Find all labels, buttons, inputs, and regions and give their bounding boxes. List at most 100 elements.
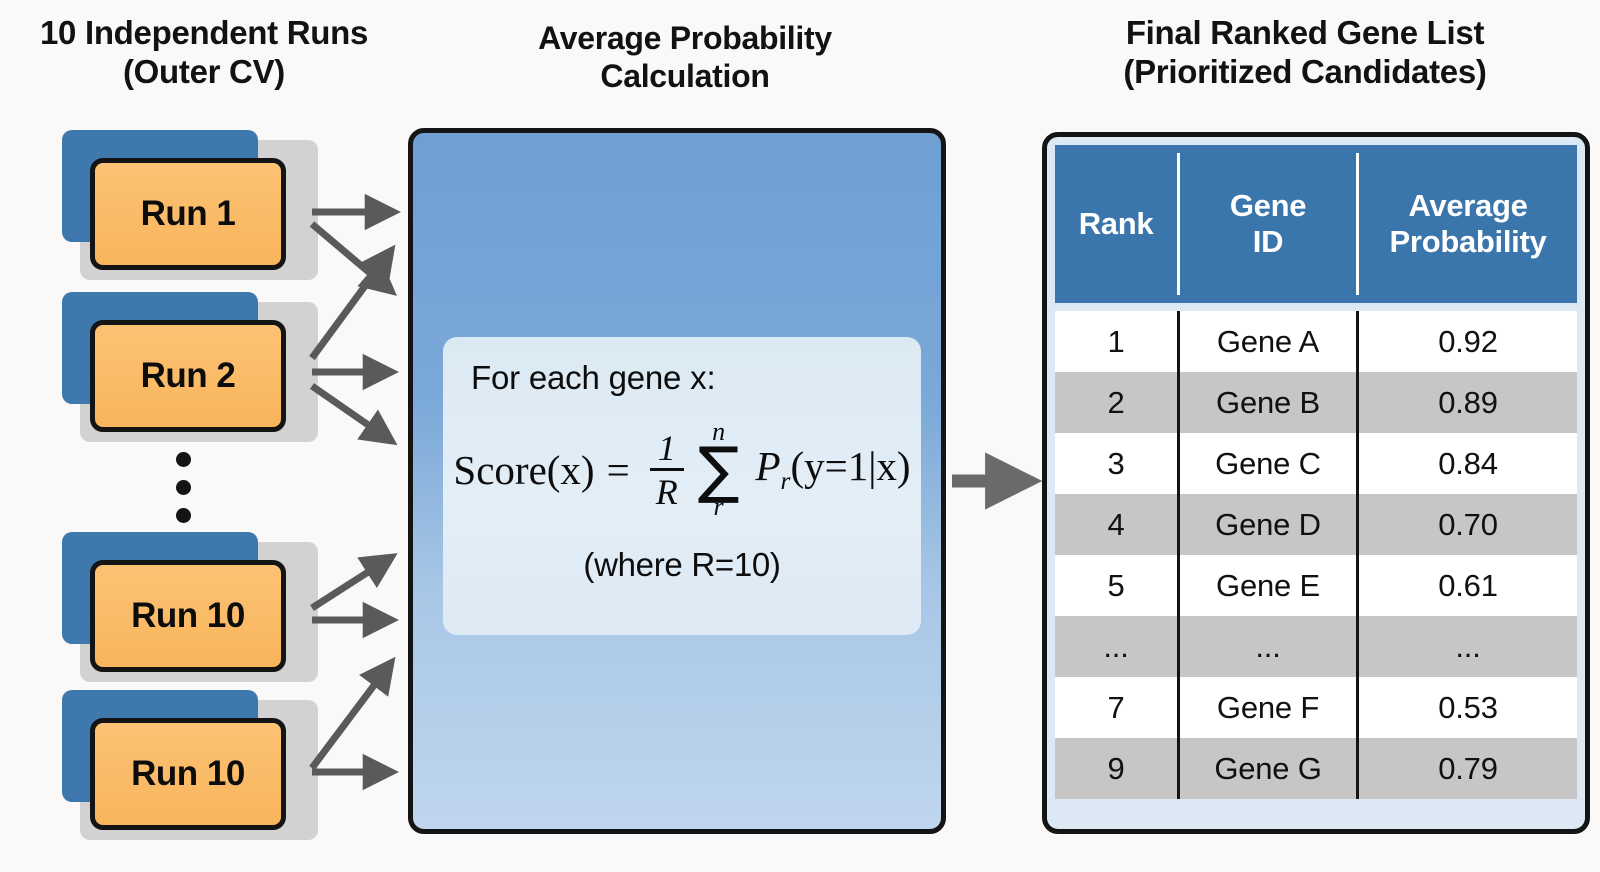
formula-fraction-denominator: R <box>655 471 678 512</box>
ellipsis-dot <box>175 508 191 523</box>
cell-average-probability: 0.61 <box>1438 567 1498 603</box>
cell-divider <box>1177 494 1180 555</box>
cell-average-probability: ... <box>1455 628 1481 664</box>
title-left-line1: 10 Independent Runs <box>39 14 368 51</box>
score-formula: Score(x) = 1 R n ∑ r Pr(y=1|x) <box>453 419 910 520</box>
sigma-icon: ∑ <box>697 433 740 506</box>
title-center-line2: Calculation <box>600 57 770 94</box>
arrow-run10b-a <box>309 656 396 771</box>
arrow-run1-b <box>309 221 397 296</box>
cell-average-probability: 0.70 <box>1438 506 1498 542</box>
average-probability-panel: For each gene x: Score(x) = 1 R n ∑ r Pr… <box>408 128 946 834</box>
formula-fraction-bar <box>649 467 684 471</box>
cell-divider <box>1356 494 1359 555</box>
cell-rank: 7 <box>1107 689 1125 725</box>
column-header-gene-id-line1: Gene <box>1229 188 1307 224</box>
run-card-label: Run 2 <box>140 356 236 395</box>
cell-rank: 9 <box>1107 750 1125 786</box>
cell-average-probability: 0.92 <box>1438 323 1498 359</box>
cell-rank: 5 <box>1107 567 1125 603</box>
cell-gene-id: Gene D <box>1215 506 1321 542</box>
cell-rank: 2 <box>1107 384 1125 420</box>
cell-divider <box>1177 616 1180 677</box>
cell-gene-id: Gene A <box>1216 323 1320 359</box>
formula-probability-term: Pr(y=1|x) <box>756 442 911 496</box>
column-header-rank: Rank <box>1055 145 1177 303</box>
cell-divider <box>1177 372 1180 433</box>
page-title-right-column: Final Ranked Gene List (Prioritized Cand… <box>1010 14 1600 92</box>
summation-lower-limit: r <box>713 492 724 522</box>
cell-divider <box>1177 677 1180 738</box>
run-card-front-layer[interactable]: Run 1 <box>90 158 286 270</box>
cell-divider <box>1177 555 1180 616</box>
formula-p-arguments: (y=1|x) <box>790 443 911 490</box>
title-left-line2: (Outer CV) <box>122 52 285 90</box>
cell-rank: ... <box>1103 628 1129 664</box>
column-header-average-probability-line2: Probability <box>1389 224 1547 259</box>
cell-average-probability: 0.89 <box>1438 384 1498 420</box>
table-row[interactable]: 4 Gene D 0.70 <box>1055 494 1577 555</box>
summation-operator: n ∑ r <box>698 419 740 520</box>
cell-divider <box>1177 433 1180 494</box>
table-row[interactable]: 7 Gene F 0.53 <box>1055 677 1577 738</box>
run-card-stack[interactable]: Run 1 <box>62 130 318 280</box>
title-right-line1: Final Ranked Gene List <box>1125 14 1485 51</box>
table-row[interactable]: 2 Gene B 0.89 <box>1055 372 1577 433</box>
cell-divider <box>1356 433 1359 494</box>
run-card-front-layer[interactable]: Run 10 <box>90 560 286 672</box>
formula-fraction-numerator: 1 <box>657 427 676 468</box>
cell-rank: 1 <box>1107 323 1125 359</box>
table-row[interactable]: 3 Gene C 0.84 <box>1055 433 1577 494</box>
cell-gene-id: Gene G <box>1214 750 1322 786</box>
cell-divider <box>1177 311 1180 372</box>
formula-equals: = <box>606 446 630 493</box>
run-card-label: Run 1 <box>140 194 236 233</box>
cell-average-probability: 0.84 <box>1438 445 1498 481</box>
cell-divider <box>1177 738 1180 799</box>
ellipsis-dot <box>175 480 191 495</box>
run-to-panel-arrows <box>309 193 402 791</box>
cell-divider <box>1356 372 1359 433</box>
formula-box: For each gene x: Score(x) = 1 R n ∑ r Pr… <box>443 337 921 635</box>
run-card-stack[interactable]: Run 2 <box>62 292 318 442</box>
vertical-ellipsis-icon <box>168 452 198 524</box>
title-center-line1: Average Probability <box>538 20 832 56</box>
run-card-stack[interactable]: Run 10 <box>62 690 318 840</box>
run-card-front-layer[interactable]: Run 2 <box>90 320 286 432</box>
table-row[interactable]: 9 Gene G 0.79 <box>1055 738 1577 799</box>
cell-divider <box>1356 677 1359 738</box>
table-row[interactable]: 1 Gene A 0.92 <box>1055 311 1577 372</box>
formula-p-symbol: P <box>755 443 781 490</box>
page-title-left-column: 10 Independent Runs (Outer CV) <box>0 14 408 92</box>
run-card-front-layer[interactable]: Run 10 <box>90 718 286 830</box>
header-divider <box>1356 153 1359 295</box>
arrow-run10a-a <box>310 553 398 611</box>
cell-average-probability: 0.79 <box>1438 750 1498 786</box>
column-header-gene-id: Gene ID <box>1180 145 1356 303</box>
formula-fraction: 1 R <box>649 427 684 512</box>
run-card-stack[interactable]: Run 10 <box>62 532 318 682</box>
cell-gene-id: Gene C <box>1215 445 1321 481</box>
table-body: 1 Gene A 0.92 2 Gene B 0.89 3 Gene C 0.8… <box>1055 311 1577 799</box>
column-header-average-probability: Average Probability <box>1359 145 1577 303</box>
table-row-ellipsis: ... ... ... <box>1055 616 1577 677</box>
cell-divider <box>1356 738 1359 799</box>
page-title-center-column: Average Probability Calculation <box>420 20 950 96</box>
cell-gene-id: Gene E <box>1216 567 1320 603</box>
cell-rank: 3 <box>1107 445 1125 481</box>
summation-upper-limit: n <box>712 417 726 446</box>
column-header-gene-id-line2: ID <box>1252 224 1284 259</box>
run-card-label: Run 10 <box>131 596 245 635</box>
cell-divider <box>1356 311 1359 372</box>
arrow-run2-a <box>309 244 396 361</box>
cell-gene-id: ... <box>1255 628 1281 664</box>
run-card-label: Run 10 <box>131 754 245 793</box>
formula-lhs: Score(x) <box>453 446 595 493</box>
ellipsis-dot <box>175 452 191 467</box>
formula-note-text: (where R=10) <box>583 546 781 584</box>
table-row[interactable]: 5 Gene E 0.61 <box>1055 555 1577 616</box>
cell-divider <box>1356 555 1359 616</box>
formula-p-subscript: r <box>780 467 791 496</box>
